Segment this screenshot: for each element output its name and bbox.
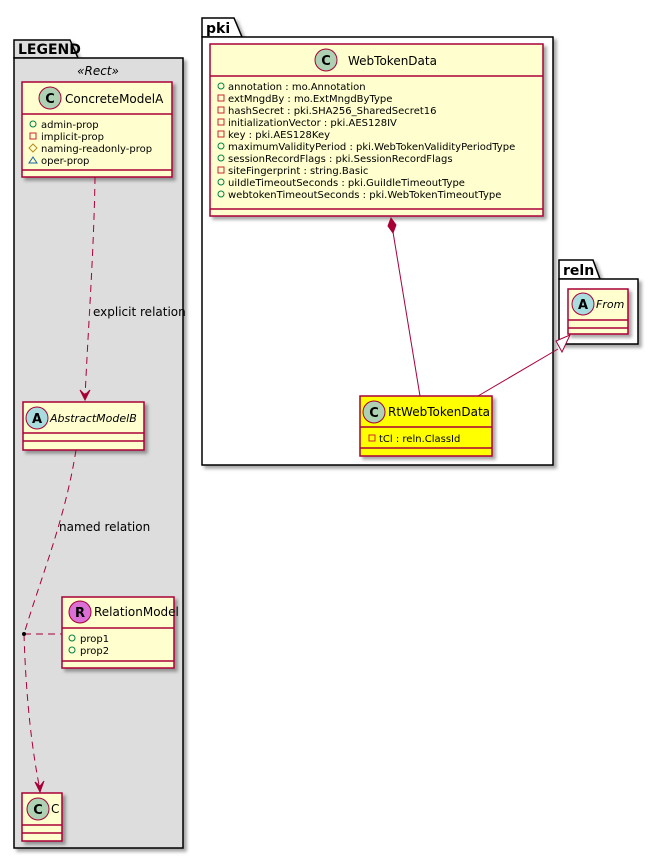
class-name: WebTokenData bbox=[348, 54, 437, 68]
abstract-a-icon bbox=[571, 292, 595, 316]
attribute: implicit-prop bbox=[41, 132, 104, 143]
class-c-icon bbox=[362, 400, 386, 424]
attr-list: annotation : mo.Annotation extMngdBy : m… bbox=[217, 82, 515, 201]
private-square-icon bbox=[368, 434, 376, 442]
association-dot-icon bbox=[22, 632, 26, 636]
private-square-icon bbox=[217, 118, 225, 126]
class-glyph: C bbox=[369, 406, 379, 421]
class-glyph: C bbox=[321, 54, 331, 69]
attribute: siteFingerprint : string.Basic bbox=[228, 166, 368, 177]
attribute: prop1 bbox=[80, 634, 109, 645]
edge-named-relation: named relation bbox=[22, 449, 150, 794]
attribute: naming-readonly-prop bbox=[41, 144, 152, 155]
class-rt-web-token-data[interactable]: C RtWebTokenData tCl : reln.ClassId bbox=[359, 395, 493, 457]
edge-label: named relation bbox=[59, 520, 150, 534]
class-glyph: C bbox=[45, 92, 55, 107]
edge-composition bbox=[387, 216, 421, 397]
legend-stereotype: «Rect» bbox=[77, 64, 119, 78]
attribute: uiIdleTimeoutSeconds : pki.GuiIdleTimeou… bbox=[228, 178, 465, 189]
attribute: sessionRecordFlags : pki.SessionRecordFl… bbox=[228, 154, 453, 165]
legend-package: LEGEND «Rect» bbox=[13, 39, 184, 849]
public-circle-icon bbox=[68, 634, 76, 642]
public-circle-icon bbox=[217, 82, 225, 90]
private-square-icon bbox=[217, 130, 225, 138]
class-c[interactable]: C C bbox=[21, 792, 63, 842]
class-glyph: A bbox=[578, 298, 588, 313]
class-web-token-data[interactable]: C WebTokenData annotation : mo.Annotatio… bbox=[209, 43, 544, 217]
attribute: admin-prop bbox=[41, 120, 99, 131]
protected-diamond-icon bbox=[28, 143, 38, 153]
class-glyph: R bbox=[75, 606, 85, 621]
class-name: From bbox=[596, 298, 624, 311]
class-from[interactable]: A From bbox=[567, 288, 629, 335]
attribute: maximumValidityPeriod : pki.WebTokenVali… bbox=[228, 142, 515, 153]
class-name: C bbox=[51, 802, 59, 816]
composition-diamond-icon bbox=[387, 216, 397, 235]
class-glyph: A bbox=[32, 412, 42, 427]
private-square-icon bbox=[217, 106, 225, 114]
pki-package-name: pki bbox=[206, 21, 230, 37]
class-name: AbstractModelB bbox=[49, 412, 137, 425]
attribute: extMngdBy : mo.ExtMngdByType bbox=[228, 94, 392, 105]
relation-r-icon bbox=[68, 600, 92, 624]
class-name: ConcreteModelA bbox=[65, 92, 164, 106]
class-relation-model[interactable]: R RelationModel prop1 prop2 bbox=[61, 596, 179, 669]
public-circle-icon bbox=[217, 178, 225, 186]
class-c-icon bbox=[26, 797, 50, 821]
public-circle-icon bbox=[29, 120, 37, 128]
attribute: tCl : reln.ClassId bbox=[379, 434, 460, 445]
private-square-icon bbox=[29, 132, 37, 140]
public-circle-icon bbox=[217, 190, 225, 198]
reln-package-name: reln bbox=[563, 263, 594, 279]
attribute: webtokenTimeoutSeconds : pki.WebTokenTim… bbox=[228, 190, 501, 201]
attribute: hashSecret : pki.SHA256_SharedSecret16 bbox=[228, 106, 437, 117]
attribute: prop2 bbox=[80, 646, 109, 657]
public-circle-icon bbox=[68, 646, 76, 654]
attribute: oper-prop bbox=[41, 156, 89, 167]
class-glyph: C bbox=[33, 803, 43, 818]
class-abstract-model-b[interactable]: A AbstractModelB bbox=[22, 401, 145, 451]
private-square-icon bbox=[217, 94, 225, 102]
class-concrete-model-a[interactable]: C ConcreteModelA admin-prop implicit-pro… bbox=[21, 81, 173, 178]
public-circle-icon bbox=[217, 142, 225, 150]
class-name: RelationModel bbox=[94, 605, 179, 619]
attribute: initializationVector : pki.AES128IV bbox=[228, 118, 397, 129]
edge-inheritance bbox=[477, 334, 572, 397]
package-triangle-icon bbox=[28, 156, 38, 164]
attr-list: admin-prop implicit-prop naming-readonly… bbox=[28, 120, 152, 167]
legend-package-body bbox=[13, 57, 184, 849]
legend-package-name: LEGEND bbox=[18, 42, 81, 58]
class-c-icon bbox=[314, 48, 338, 72]
private-square-icon bbox=[217, 166, 225, 174]
abstract-a-icon bbox=[25, 406, 49, 430]
edge-label: explicit relation bbox=[93, 305, 186, 319]
arrow-head-icon bbox=[79, 389, 91, 402]
public-circle-icon bbox=[217, 154, 225, 162]
attribute: key : pki.AES128Key bbox=[228, 130, 330, 141]
class-c-icon bbox=[38, 86, 62, 110]
arrow-head-icon bbox=[34, 780, 45, 794]
class-name: RtWebTokenData bbox=[388, 405, 490, 419]
attribute: annotation : mo.Annotation bbox=[228, 82, 366, 93]
edge-explicit-relation: explicit relation bbox=[79, 176, 186, 402]
inheritance-triangle-icon bbox=[555, 334, 572, 354]
